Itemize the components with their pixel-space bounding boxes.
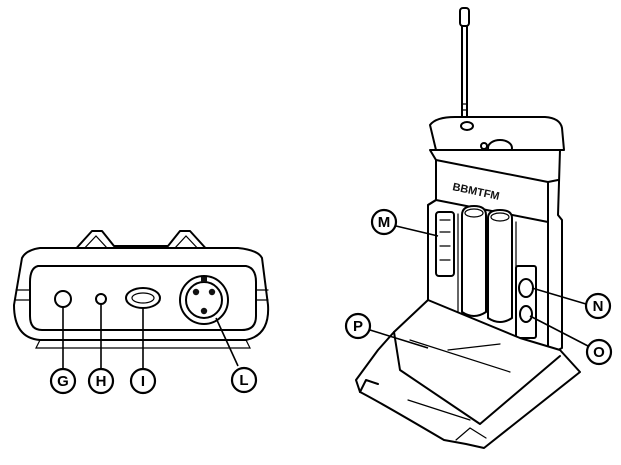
switch-o — [519, 305, 533, 323]
callout-l-label: L — [239, 372, 248, 389]
button-i — [125, 287, 161, 309]
receiver-front-view — [13, 230, 270, 349]
callout-i-label: I — [141, 373, 145, 390]
callout-p: P — [344, 312, 372, 340]
jack-g — [54, 290, 72, 308]
handle-bracket — [71, 230, 211, 254]
led-h — [95, 293, 107, 305]
callout-h: H — [87, 367, 115, 395]
switch-panel — [515, 265, 537, 339]
callout-h-label: H — [96, 373, 107, 390]
battery-door-p — [355, 299, 581, 449]
callout-o-label: O — [593, 344, 605, 361]
callout-i: I — [129, 367, 157, 395]
battery-1 — [461, 205, 487, 317]
belt-clip-m — [435, 211, 455, 277]
callout-o: O — [585, 338, 613, 366]
antenna-tip — [459, 7, 470, 27]
callout-l: L — [230, 366, 258, 394]
callout-g: G — [49, 367, 77, 395]
callout-n: N — [584, 292, 612, 320]
callout-n-label: N — [593, 298, 604, 315]
xlr-connector-l — [179, 275, 229, 325]
callout-m: M — [370, 208, 398, 236]
callout-m-label: M — [378, 214, 391, 231]
callout-p-label: P — [353, 318, 363, 335]
battery-2 — [487, 209, 513, 323]
transmitter-open-view: BBMTFM — [355, 7, 581, 449]
switch-n — [518, 278, 534, 298]
callout-g-label: G — [57, 373, 69, 390]
